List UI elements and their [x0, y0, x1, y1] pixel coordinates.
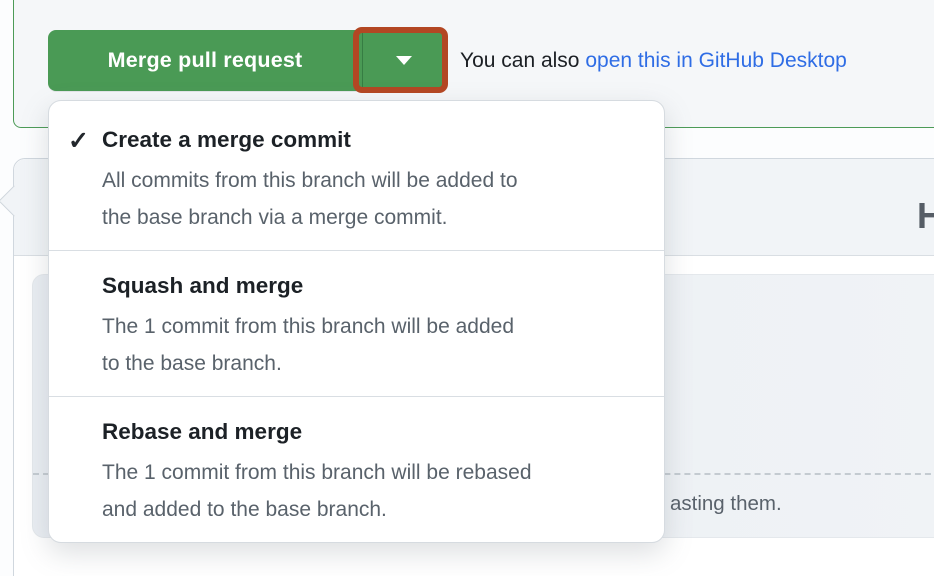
menu-item-create-merge-commit[interactable]: ✓ Create a merge commit All commits from… — [49, 101, 664, 250]
heading-toolbar-icon[interactable]: H — [917, 195, 934, 236]
caret-down-icon — [396, 56, 412, 65]
aside-text: You can also — [460, 49, 580, 72]
menu-item-title: Rebase and merge — [102, 419, 303, 444]
attach-files-hint: asting them. — [670, 492, 782, 515]
merge-options-toggle[interactable] — [362, 30, 445, 91]
merge-pull-request-button[interactable]: Merge pull request — [107, 48, 303, 72]
menu-item-description: The 1 commit from this branch will be ad… — [102, 315, 515, 375]
menu-item-rebase-and-merge[interactable]: Rebase and merge The 1 commit from this … — [49, 396, 664, 542]
menu-item-description: The 1 commit from this branch will be re… — [102, 461, 532, 521]
merge-options-dropdown: ✓ Create a merge commit All commits from… — [48, 100, 665, 543]
open-in-github-desktop-link[interactable]: open this in GitHub Desktop — [585, 49, 847, 72]
menu-item-squash-and-merge[interactable]: Squash and merge The 1 commit from this … — [49, 250, 664, 396]
check-icon: ✓ — [68, 127, 89, 155]
aside-text-row: You can also open this in GitHub Desktop — [460, 49, 847, 73]
menu-item-title: Squash and merge — [102, 273, 304, 298]
merge-pull-request-button-group: Merge pull request — [48, 30, 445, 91]
menu-item-description: All commits from this branch will be add… — [102, 169, 518, 229]
menu-item-title: Create a merge commit — [102, 127, 351, 152]
